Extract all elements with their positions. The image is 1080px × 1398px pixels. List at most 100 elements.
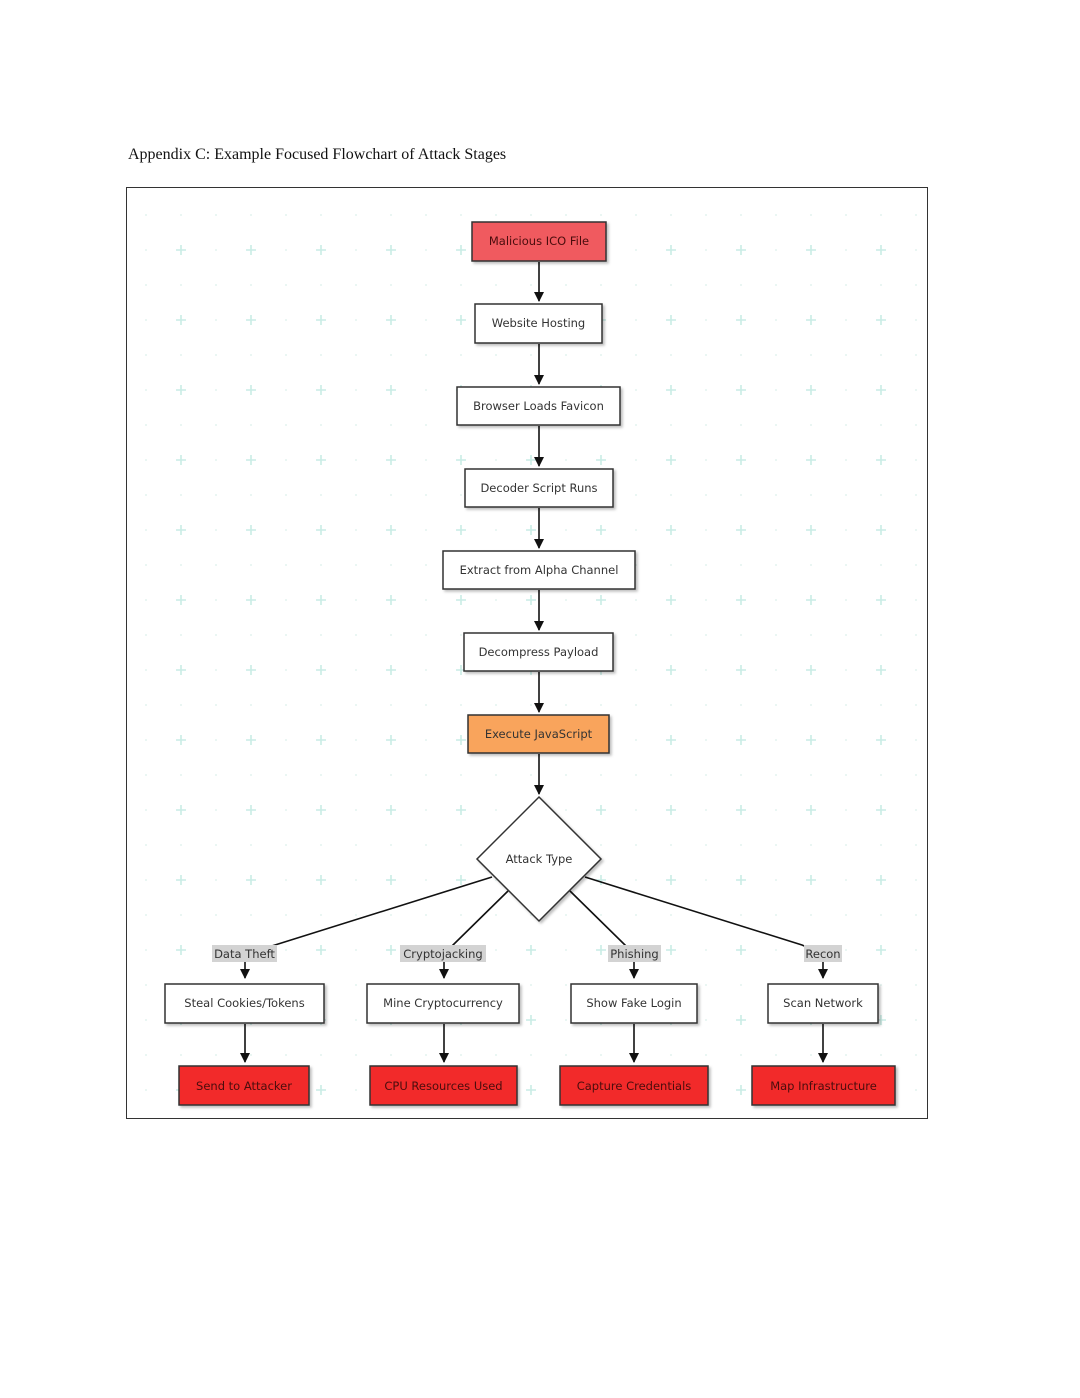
grid-plus-mark [386, 665, 396, 675]
grid-plus-mark [526, 455, 536, 465]
node-mine-cryptocurrency[interactable]: Mine Cryptocurrency [366, 983, 520, 1024]
grid-dot [810, 424, 812, 426]
grid-plus-mark [666, 805, 676, 815]
grid-dot [705, 424, 707, 426]
grid-dot [775, 214, 777, 216]
node-cpu-resources-used[interactable]: CPU Resources Used [369, 1065, 518, 1106]
grid-dot [670, 634, 672, 636]
grid-dot [145, 1019, 147, 1021]
node-execute-javascript[interactable]: Execute JavaScript [467, 714, 610, 754]
grid-dot [215, 774, 217, 776]
grid-plus-mark [386, 735, 396, 745]
grid-dot [180, 844, 182, 846]
node-steal-cookies-tokens[interactable]: Steal Cookies/Tokens [164, 983, 325, 1024]
grid-dot [355, 634, 357, 636]
grid-plus-mark [526, 525, 536, 535]
grid-dot [565, 949, 567, 951]
node-malicious-ico-file[interactable]: Malicious ICO File [471, 221, 607, 262]
grid-dot [810, 214, 812, 216]
node-attack-type-decision[interactable]: Attack Type [475, 795, 603, 923]
node-decoder-script-runs[interactable]: Decoder Script Runs [464, 468, 614, 508]
grid-dot [285, 809, 287, 811]
grid-plus-mark [736, 455, 746, 465]
grid-plus-mark [666, 665, 676, 675]
grid-dot [565, 1019, 567, 1021]
node-extract-from-alpha-channel[interactable]: Extract from Alpha Channel [442, 550, 636, 590]
grid-dot [635, 739, 637, 741]
grid-dot [355, 669, 357, 671]
grid-plus-mark [176, 595, 186, 605]
grid-plus-mark [526, 595, 536, 605]
grid-dot [880, 564, 882, 566]
grid-dot [845, 774, 847, 776]
grid-dot [460, 634, 462, 636]
grid-dot [705, 739, 707, 741]
grid-dot [740, 494, 742, 496]
grid-dot [145, 949, 147, 951]
grid-dot [320, 214, 322, 216]
grid-plus-mark [876, 315, 886, 325]
grid-dot [425, 739, 427, 741]
grid-dot [250, 284, 252, 286]
grid-dot [145, 1054, 147, 1056]
node-map-infrastructure-label: Map Infrastructure [770, 1079, 877, 1093]
grid-plus-mark [806, 245, 816, 255]
grid-plus-mark [246, 875, 256, 885]
node-capture-credentials-label: Capture Credentials [577, 1079, 692, 1093]
grid-dot [880, 914, 882, 916]
grid-dot [145, 459, 147, 461]
node-show-fake-login[interactable]: Show Fake Login [570, 983, 698, 1024]
node-browser-loads-favicon[interactable]: Browser Loads Favicon [456, 386, 621, 426]
grid-plus-mark [386, 525, 396, 535]
grid-plus-mark [316, 525, 326, 535]
grid-plus-mark [176, 805, 186, 815]
grid-dot [810, 284, 812, 286]
grid-dot [915, 284, 917, 286]
grid-dot [565, 599, 567, 601]
grid-dot [320, 494, 322, 496]
grid-dot [285, 389, 287, 391]
grid-plus-mark [666, 945, 676, 955]
grid-plus-mark [806, 455, 816, 465]
grid-dot [915, 809, 917, 811]
grid-dot [180, 774, 182, 776]
node-website-hosting[interactable]: Website Hosting [474, 303, 603, 344]
edge-label-phishing: Phishing [608, 945, 661, 962]
grid-dot [145, 599, 147, 601]
node-send-to-attacker[interactable]: Send to Attacker [178, 1065, 310, 1106]
grid-dot [390, 704, 392, 706]
grid-dot [775, 669, 777, 671]
grid-dot [635, 1054, 637, 1056]
node-scan-network[interactable]: Scan Network [767, 983, 879, 1024]
grid-dot [845, 354, 847, 356]
grid-dot [705, 634, 707, 636]
grid-dot [495, 459, 497, 461]
grid-dot [390, 424, 392, 426]
grid-dot [145, 634, 147, 636]
grid-dot [845, 634, 847, 636]
grid-dot [845, 1054, 847, 1056]
node-decompress-payload[interactable]: Decompress Payload [463, 632, 614, 672]
grid-dot [705, 319, 707, 321]
grid-dot [775, 1054, 777, 1056]
grid-dot [845, 914, 847, 916]
grid-dot [285, 634, 287, 636]
grid-dot [355, 529, 357, 531]
grid-dot [355, 844, 357, 846]
grid-plus-mark [666, 245, 676, 255]
grid-dot [915, 564, 917, 566]
grid-dot [880, 1054, 882, 1056]
grid-dot [285, 249, 287, 251]
grid-dot [285, 354, 287, 356]
node-capture-credentials[interactable]: Capture Credentials [559, 1065, 709, 1106]
grid-dot [285, 284, 287, 286]
grid-dot [915, 634, 917, 636]
grid-dot [460, 284, 462, 286]
grid-dot [810, 494, 812, 496]
node-map-infrastructure[interactable]: Map Infrastructure [751, 1065, 896, 1106]
grid-dot [845, 669, 847, 671]
grid-dot [880, 704, 882, 706]
grid-dot [145, 879, 147, 881]
grid-dot [215, 809, 217, 811]
grid-dot [565, 284, 567, 286]
